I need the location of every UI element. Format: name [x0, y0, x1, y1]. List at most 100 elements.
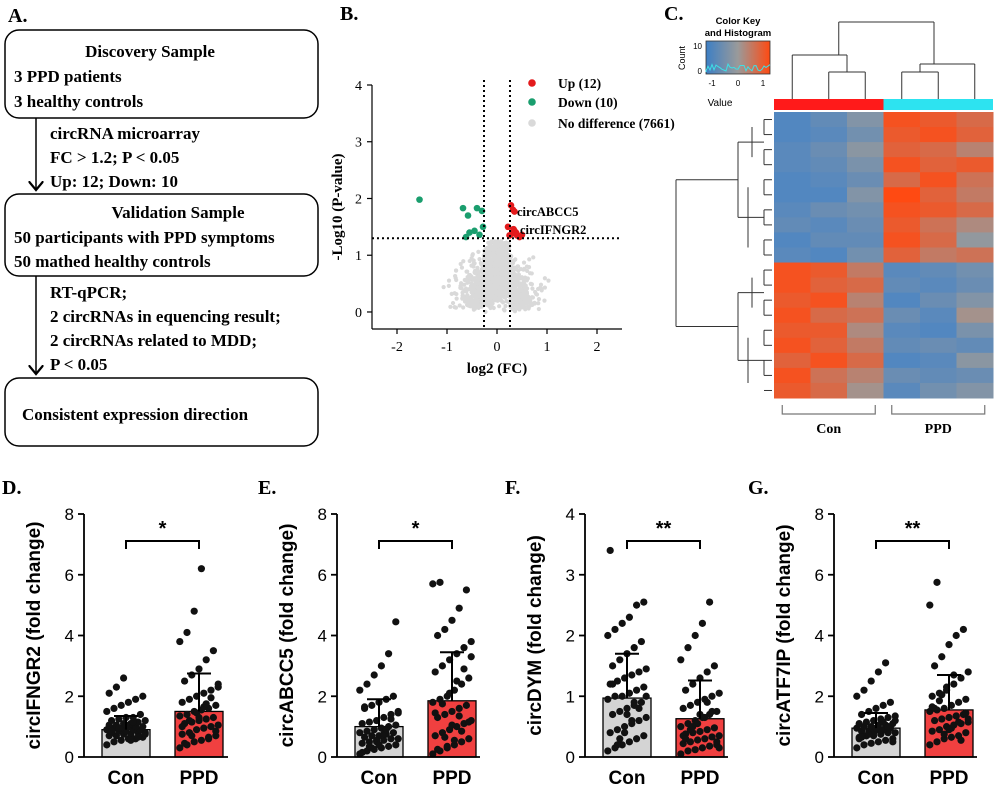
data-point [706, 742, 714, 750]
heatmap-cell [920, 367, 957, 384]
no-difference-point [531, 255, 536, 260]
data-point [200, 724, 208, 732]
y-axis-title: circIFNGR2 (fold change) [24, 521, 45, 749]
heatmap-cell [883, 112, 921, 128]
data-point [462, 701, 470, 709]
no-difference-point [530, 286, 535, 291]
heatmap-cell [883, 127, 921, 143]
data-point [933, 578, 941, 586]
data-point [207, 686, 215, 694]
data-point [677, 750, 685, 758]
no-difference-point [517, 283, 523, 288]
heatmap-cell [847, 307, 884, 324]
heatmap-cell [847, 202, 884, 218]
heatmap-cell [883, 277, 921, 294]
data-point [212, 701, 220, 709]
data-point [964, 715, 972, 723]
no-difference-point [516, 287, 521, 292]
data-point [872, 704, 880, 713]
no-difference-point [527, 257, 532, 262]
down-point [416, 196, 423, 203]
data-point [380, 713, 388, 722]
data-point [710, 724, 719, 732]
data-point [139, 723, 147, 731]
data-point [441, 625, 449, 634]
data-point [616, 656, 624, 664]
data-point [438, 662, 446, 670]
heatmap-cell [883, 307, 921, 324]
con-group-bar [774, 99, 884, 110]
no-difference-point [513, 300, 518, 305]
heatmap-cell [847, 352, 884, 369]
no-difference-point [538, 282, 544, 287]
data-point [689, 680, 697, 688]
no-difference-point [500, 249, 505, 254]
data-point [865, 730, 873, 738]
data-point [611, 692, 619, 700]
data-point [853, 744, 861, 752]
legend-label: Up (12) [558, 76, 601, 91]
no-difference-point [491, 253, 496, 258]
no-difference-point [453, 268, 459, 273]
data-point [606, 546, 614, 555]
heatmap-cell [810, 322, 848, 339]
data-point [375, 741, 383, 749]
data-point [860, 686, 868, 694]
data-point [361, 703, 369, 711]
data-point [358, 739, 366, 747]
legend-marker [528, 119, 536, 127]
data-point [860, 741, 868, 749]
no-difference-point [480, 271, 486, 276]
down-point [473, 204, 481, 212]
no-difference-point [476, 249, 481, 254]
data-point [392, 721, 400, 729]
no-difference-point [524, 301, 529, 306]
color-key-ytick: 0 [698, 67, 703, 76]
heatmap-cell [774, 187, 811, 203]
heatmap-cell [810, 382, 848, 399]
no-difference-point [476, 270, 482, 275]
data-point [181, 739, 189, 747]
y-tick-label: 1 [355, 249, 362, 264]
no-difference-point [461, 305, 466, 310]
discovery-line-1: 3 PPD patients [14, 67, 122, 86]
data-point [703, 726, 711, 734]
panel-label-b: B. [340, 3, 358, 25]
no-difference-point [446, 283, 451, 288]
heatmap-cell [883, 367, 921, 384]
data-point [604, 631, 612, 640]
no-difference-point [501, 267, 506, 272]
heatmap-cell [810, 352, 848, 369]
data-point [691, 631, 699, 640]
no-difference-point [497, 251, 502, 256]
data-point [455, 712, 463, 720]
significance-label: ** [656, 518, 672, 540]
y-tick-label: 6 [815, 566, 824, 585]
heatmap-cell [847, 187, 884, 203]
data-point [635, 716, 643, 725]
data-point [460, 644, 468, 652]
no-difference-point [488, 264, 493, 269]
no-difference-point [536, 297, 542, 302]
data-point [701, 735, 709, 743]
data-point [441, 733, 449, 741]
no-difference-point [470, 252, 475, 257]
y-tick-label: 4 [355, 79, 362, 94]
data-point [684, 747, 692, 755]
no-difference-point [493, 260, 498, 266]
no-difference-point [492, 244, 497, 249]
heatmap-cell [883, 157, 921, 173]
step1-line-1: circRNA microarray [50, 124, 200, 143]
data-point [212, 727, 220, 735]
data-point [962, 709, 970, 717]
data-point [957, 736, 965, 744]
no-difference-point [494, 282, 499, 287]
no-difference-point [475, 299, 480, 304]
data-point [110, 704, 118, 713]
data-point [141, 730, 149, 738]
data-point [637, 698, 646, 706]
y-tick-label: 8 [318, 505, 327, 524]
data-point [431, 732, 439, 740]
no-difference-point [475, 292, 481, 298]
